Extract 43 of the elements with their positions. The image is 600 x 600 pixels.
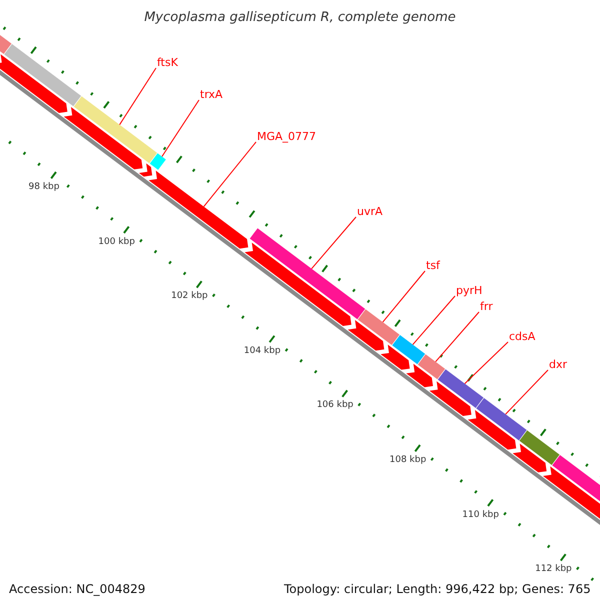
leader-line: [203, 142, 256, 208]
tick-label: 100 kbp: [98, 236, 135, 247]
footer-text: Topology: circular; Length: 996,422 bp; Genes: 765: [284, 582, 591, 596]
gene-segment: [150, 153, 166, 170]
tick-label: 102 kbp: [171, 291, 208, 302]
tick-label: 110 kbp: [462, 510, 499, 520]
gene-segment: [512, 444, 547, 472]
gene-segment: [468, 410, 516, 450]
gene-segment: [0, 54, 68, 113]
gene-label: pyrH: [456, 284, 482, 297]
leader-line: [435, 312, 480, 362]
leader-line: [119, 68, 156, 126]
gene-segment: [148, 170, 248, 249]
footer-text: Accession: NC_004829: [9, 582, 146, 596]
tick-label: 98 kbp: [28, 182, 60, 192]
tick-label: 108 kbp: [390, 455, 426, 465]
gene-segment: [64, 107, 143, 170]
gene-label: trxA: [200, 88, 223, 101]
tick-label: 106 kbp: [316, 400, 354, 410]
leader-line: [311, 216, 356, 270]
leader-line: [505, 370, 548, 415]
gene-segment: [139, 163, 152, 177]
leader-line: [412, 296, 456, 346]
gene-segment: [380, 344, 410, 370]
gene-segment: [418, 354, 446, 380]
gene-segment: [392, 335, 426, 364]
gene-segment: [406, 364, 433, 388]
leader-line: [382, 270, 426, 323]
gene-label: MGA_0777: [257, 130, 316, 143]
gene-label: dxr: [549, 358, 568, 371]
leader-line: [464, 342, 508, 384]
tick-label: 104 kbp: [244, 346, 281, 356]
gene-segment: [244, 242, 352, 326]
gene-segment: [429, 381, 472, 416]
gene-label: tsf: [426, 259, 440, 272]
gene-label: frr: [480, 300, 493, 313]
gene-label: ftsK: [157, 56, 178, 69]
gene-segment: [348, 320, 384, 351]
leader-line: [162, 100, 200, 157]
title-text: Mycoplasma gallisepticum R, complete genome: [143, 10, 457, 25]
gene-label: uvrA: [357, 205, 383, 218]
gene-label: cdsA: [509, 330, 536, 343]
tick-label: 112 kbp: [535, 564, 572, 574]
